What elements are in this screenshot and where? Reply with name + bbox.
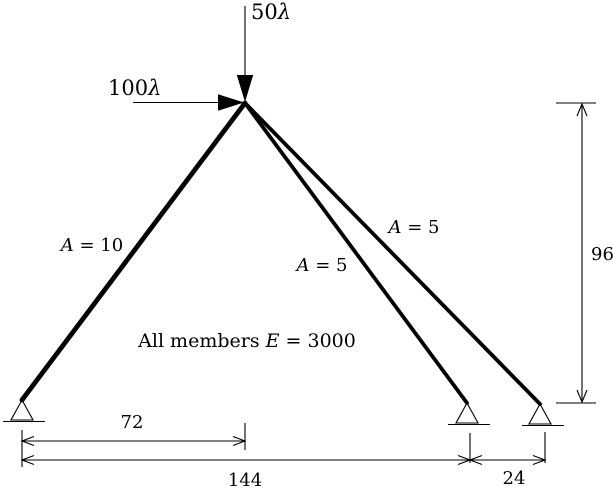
support-middle-triangle-icon: [455, 401, 479, 424]
load-horizontal-label: 100λ: [108, 76, 161, 100]
note-all-members: All members E = 3000: [137, 330, 356, 352]
load-vertical-label: 50λ: [251, 0, 291, 24]
dimension-72-label: 72: [121, 412, 144, 433]
dimension-96-arrowhead-top-icon: [576, 102, 588, 117]
dimension-144-arrowhead-left-icon: [20, 454, 35, 466]
support-right-triangle-icon: [528, 402, 552, 425]
support-left: [3, 398, 45, 423]
dimension-96-arrowhead-bottom-icon: [576, 389, 588, 404]
dimension-72: 72: [20, 412, 247, 467]
load-vertical-50: 50λ: [236, 0, 291, 102]
load-vertical-arrowhead-icon: [236, 75, 254, 102]
dimension-144-label: 144: [228, 470, 262, 490]
dimension-24-label: 24: [503, 468, 526, 489]
support-left-triangle-icon: [10, 398, 34, 421]
load-horizontal-100: 100λ: [108, 76, 244, 111]
support-middle: [448, 401, 490, 426]
members: [19, 100, 542, 406]
member-left-A10: [19, 100, 248, 403]
dimension-72-arrowhead-left-icon: [20, 435, 35, 447]
load-horizontal-arrowhead-icon: [218, 94, 244, 111]
support-right: [522, 402, 564, 427]
dimension-72-arrowhead-right-icon: [232, 435, 247, 447]
dimension-24-arrowhead-left-icon: [468, 454, 483, 466]
dimension-96-label: 96: [591, 244, 613, 265]
member-right-A5: [243, 101, 542, 406]
dimension-24: 24: [468, 432, 547, 489]
member-left-area-label: A = 10: [59, 235, 123, 256]
member-middle-A5: [243, 101, 469, 405]
member-middle-area-label: A = 5: [295, 255, 348, 276]
member-right-area-label: A = 5: [387, 217, 440, 238]
dimension-96: 96: [556, 102, 613, 404]
dimension-24-arrowhead-right-icon: [532, 454, 547, 466]
